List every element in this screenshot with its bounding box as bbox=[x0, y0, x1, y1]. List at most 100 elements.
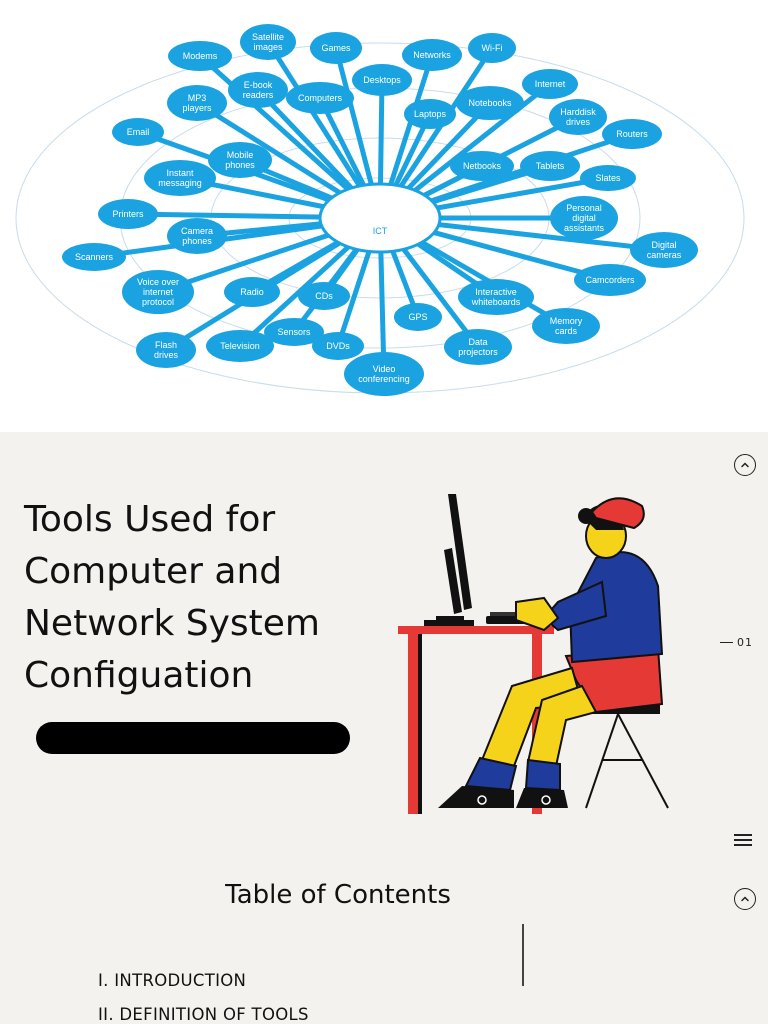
diagram-node-label: Wi-Fi bbox=[482, 43, 503, 53]
diagram-node-bubble bbox=[394, 303, 442, 331]
page-number: 01 bbox=[737, 636, 753, 649]
diagram-node-label: drives bbox=[566, 117, 591, 127]
diagram-node-label: drives bbox=[154, 350, 179, 360]
diagram-node-bubble bbox=[602, 119, 662, 149]
diagram-node-bubble bbox=[450, 151, 514, 181]
diagram-node-bubble bbox=[228, 72, 288, 108]
diagram-node-bubble bbox=[310, 32, 362, 64]
diagram-node-label: Satellite bbox=[252, 32, 284, 42]
toc-list: I. INTRODUCTION II. DEFINITION OF TOOLS bbox=[98, 964, 309, 1024]
diagram-node-label: phones bbox=[182, 236, 212, 246]
diagram-node-label: Internet bbox=[535, 79, 566, 89]
diagram-node-bubble bbox=[208, 142, 272, 178]
diagram-node-label: projectors bbox=[458, 347, 498, 357]
diagram-node-label: Digital bbox=[651, 240, 676, 250]
diagram-node-label: readers bbox=[243, 90, 274, 100]
diagram-node-label: digital bbox=[572, 213, 596, 223]
person-at-computer-illustration bbox=[396, 490, 676, 820]
diagram-node-bubble bbox=[167, 85, 227, 121]
diagram-node-label: whiteboards bbox=[471, 297, 521, 307]
slide-title: Tools Used for Computer and Network Syst… bbox=[24, 494, 384, 702]
diagram-node-label: Camera bbox=[181, 226, 213, 236]
diagram-node-bubble bbox=[468, 33, 516, 63]
diagram-node-label: Interactive bbox=[475, 287, 517, 297]
diagram-node-label: Slates bbox=[595, 173, 621, 183]
diagram-node-label: protocol bbox=[142, 297, 174, 307]
page-indicator-dash bbox=[720, 641, 733, 644]
diagram-node-label: Radio bbox=[240, 287, 264, 297]
diagram-node-bubble bbox=[550, 196, 618, 240]
diagram-center-label: ICT bbox=[373, 226, 388, 236]
person-at-computer-icon bbox=[398, 494, 669, 814]
diagram-node-bubble bbox=[549, 99, 607, 135]
diagram-node-bubble bbox=[574, 264, 646, 296]
diagram-node-bubble bbox=[112, 118, 164, 146]
slide-title-line: Computer and bbox=[24, 551, 283, 592]
diagram-node-label: Harddisk bbox=[560, 107, 596, 117]
page-indicator: 01 bbox=[720, 636, 753, 649]
diagram-node-label: CDs bbox=[315, 291, 333, 301]
diagram-node-label: Flash bbox=[155, 340, 177, 350]
diagram-node-label: Games bbox=[321, 43, 351, 53]
slide-title-line: Tools Used for bbox=[24, 499, 276, 540]
diagram-node-bubble bbox=[532, 308, 600, 344]
diagram-node-bubble bbox=[206, 330, 274, 362]
diagram-node-bubble bbox=[404, 99, 456, 129]
diagram-node-label: Mobile bbox=[227, 150, 254, 160]
diagram-node-bubble bbox=[444, 329, 512, 365]
diagram-node-label: cameras bbox=[647, 250, 682, 260]
diagram-node-label: Camcorders bbox=[585, 275, 635, 285]
menu-icon-bar bbox=[734, 839, 752, 841]
diagram-node-bubble bbox=[240, 24, 296, 60]
diagram-node-label: Scanners bbox=[75, 252, 114, 262]
diagram-node-label: Netbooks bbox=[463, 161, 502, 171]
diagram-node-bubble bbox=[224, 277, 280, 307]
diagram-node-bubble bbox=[402, 39, 462, 71]
diagram-node-bubble bbox=[298, 282, 350, 310]
menu-icon[interactable] bbox=[734, 832, 752, 848]
diagram-node-bubble bbox=[580, 165, 636, 191]
chevron-up-icon bbox=[741, 462, 749, 468]
title-slide: Tools Used for Computer and Network Syst… bbox=[0, 432, 768, 1024]
diagram-node-label: Data bbox=[468, 337, 487, 347]
diagram-node-label: images bbox=[253, 42, 283, 52]
diagram-node-label: Desktops bbox=[363, 75, 401, 85]
diagram-node-bubble bbox=[630, 232, 698, 268]
diagram-node-bubble bbox=[522, 69, 578, 99]
diagram-node-bubble bbox=[352, 64, 412, 96]
diagram-node-label: assistants bbox=[564, 223, 605, 233]
diagram-node-label: Television bbox=[220, 341, 260, 351]
diagram-node-label: Voice over bbox=[137, 277, 179, 287]
diagram-node-label: cards bbox=[555, 326, 578, 336]
diagram-node-label: DVDs bbox=[326, 341, 350, 351]
diagram-node-bubble bbox=[136, 332, 196, 368]
diagram-node-label: Tablets bbox=[536, 161, 565, 171]
diagram-node-label: MP3 bbox=[188, 93, 207, 103]
menu-icon-bar bbox=[734, 834, 752, 836]
scroll-up-button[interactable] bbox=[734, 888, 756, 910]
diagram-node-label: GPS bbox=[408, 312, 427, 322]
diagram-node-label: Memory bbox=[550, 316, 583, 326]
diagram-node-label: Computers bbox=[298, 93, 343, 103]
diagram-node-bubble bbox=[286, 82, 354, 114]
chevron-up-icon bbox=[741, 896, 749, 902]
diagram-node-label: phones bbox=[225, 160, 255, 170]
diagram-node-bubble bbox=[520, 151, 580, 181]
diagram-node-bubble bbox=[144, 160, 216, 196]
scroll-up-button[interactable] bbox=[734, 454, 756, 476]
diagram-node-bubble bbox=[264, 318, 324, 346]
diagram-node-label: messaging bbox=[158, 178, 202, 188]
diagram-node-label: Networks bbox=[413, 50, 451, 60]
diagram-node-label: Routers bbox=[616, 129, 648, 139]
slide-title-line: Configuation bbox=[24, 655, 254, 696]
diagram-node-label: Printers bbox=[112, 209, 144, 219]
diagram-node-bubble bbox=[312, 332, 364, 360]
diagram-node-bubble bbox=[168, 41, 232, 71]
toc-item[interactable]: II. DEFINITION OF TOOLS bbox=[98, 1005, 309, 1024]
toc-title: Table of Contents bbox=[225, 880, 451, 910]
toc-item[interactable]: I. INTRODUCTION bbox=[98, 971, 247, 990]
diagram-node-label: internet bbox=[143, 287, 174, 297]
diagram-node-label: Laptops bbox=[414, 109, 447, 119]
